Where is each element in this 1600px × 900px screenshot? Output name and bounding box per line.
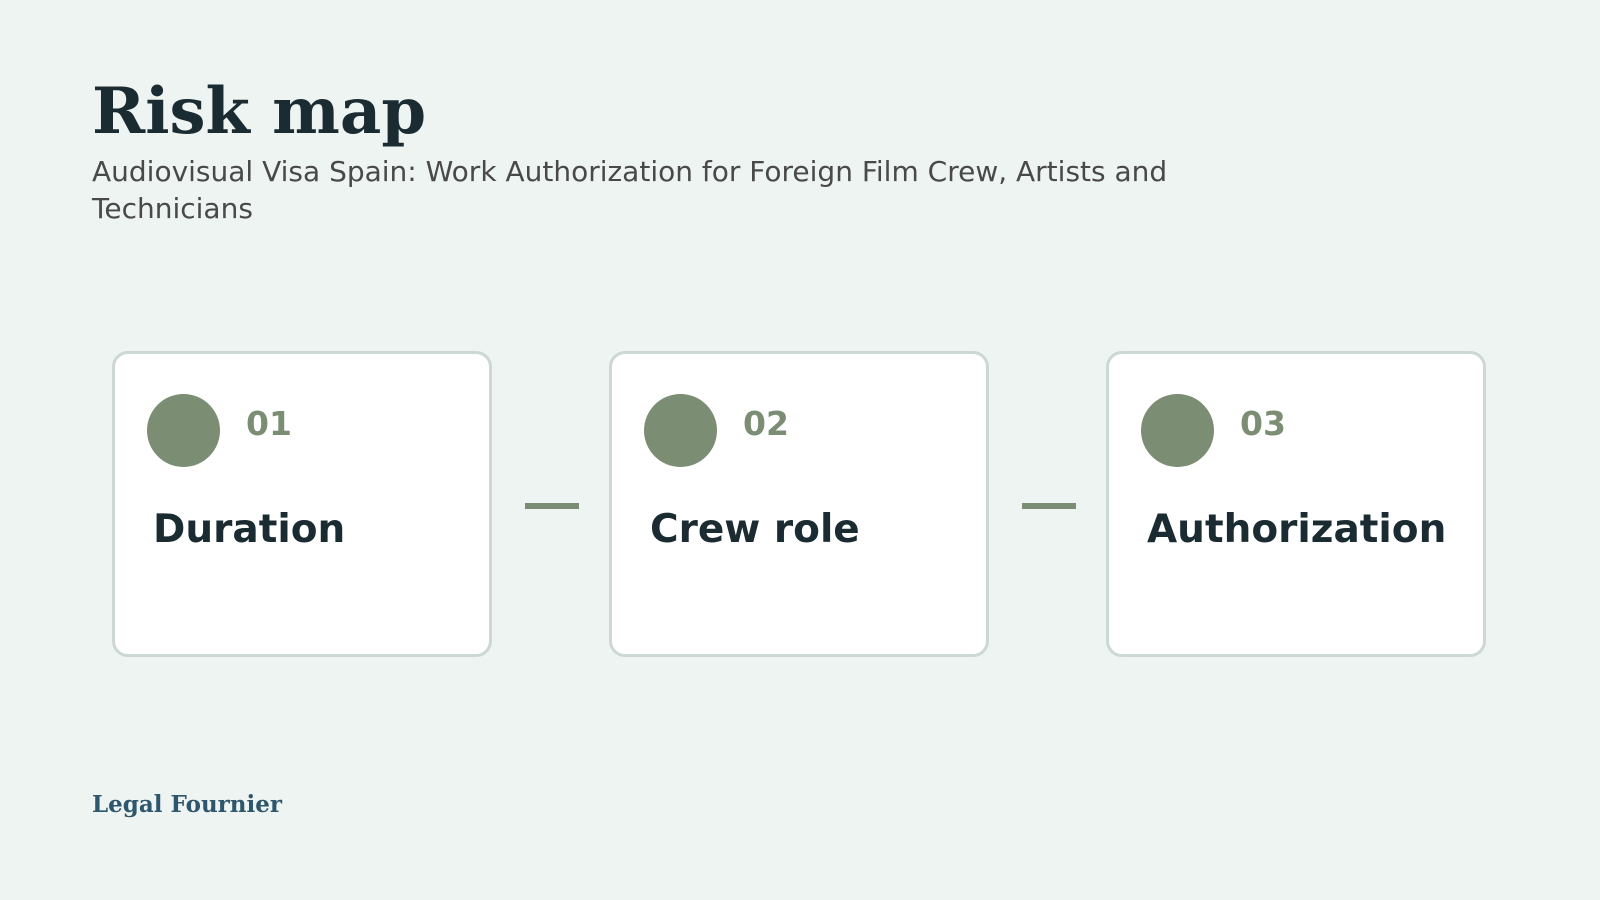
step-card-crew-role: 02 Crew role: [609, 351, 989, 657]
page-title: Risk map: [92, 74, 427, 149]
step-card-duration: 01 Duration: [112, 351, 492, 657]
step-connector: [525, 503, 579, 509]
step-marker-circle: [147, 394, 220, 467]
step-card-authorization: 03 Authorization: [1106, 351, 1486, 657]
step-label: Authorization: [1147, 507, 1447, 552]
page-subtitle: Audiovisual Visa Spain: Work Authorizati…: [92, 155, 1168, 225]
step-number: 03: [1240, 404, 1286, 443]
step-marker-circle: [644, 394, 717, 467]
step-connector: [1022, 503, 1076, 509]
step-number: 01: [246, 404, 292, 443]
step-label: Duration: [153, 507, 346, 552]
step-marker-circle: [1141, 394, 1214, 467]
step-label: Crew role: [650, 507, 860, 552]
step-number: 02: [743, 404, 789, 443]
brand-name: Legal Fournier: [92, 791, 282, 818]
